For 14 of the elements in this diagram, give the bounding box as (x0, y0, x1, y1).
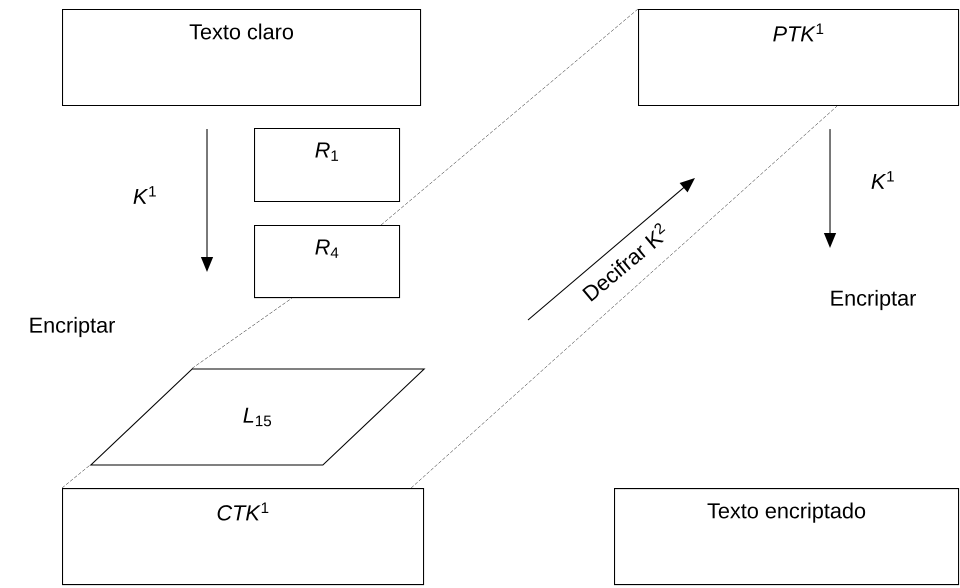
text-label: Encriptar (30, 316, 115, 338)
dashed-line (380, 8, 638, 226)
text-label: K$^{1}$ (872, 171, 894, 189)
dashed-line (192, 298, 292, 369)
dashed-line (62, 465, 90, 488)
text-label: Encriptar (831, 290, 916, 310)
text-label: K$^{1}$ (134, 186, 156, 204)
process-box: PTK$^{1}$ (638, 9, 960, 106)
process-box: R$_{4}$ (254, 225, 400, 298)
process-box: Texto claro (62, 9, 422, 106)
process-box: Texto encriptado (614, 488, 960, 586)
process-box: R$_{1}$ (254, 128, 400, 202)
dashed-line (410, 106, 838, 488)
process-box: CTK$^{1}$ (62, 488, 424, 586)
